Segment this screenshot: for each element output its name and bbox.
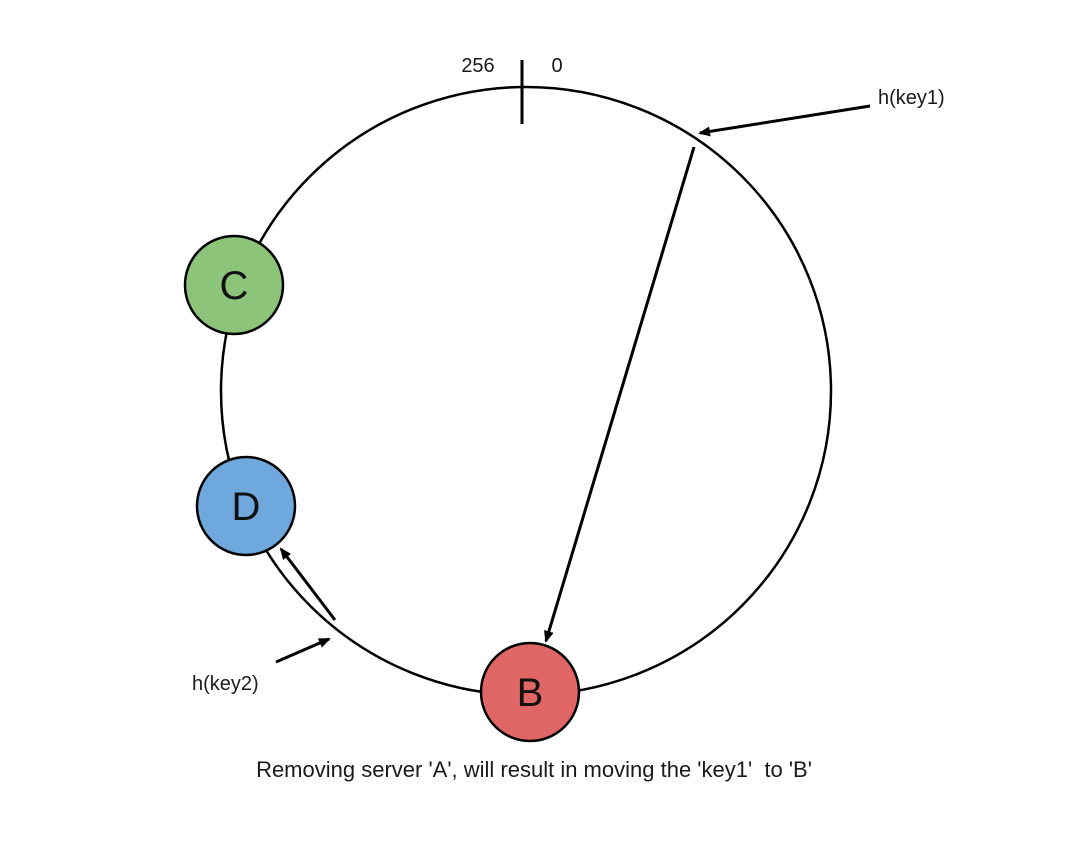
server-c-label: C (220, 264, 249, 308)
key2-pointer-arrow (275, 637, 331, 664)
key2-move-arrow (279, 547, 337, 621)
server-d-label: D (232, 485, 261, 529)
server-b-label: B (517, 671, 544, 715)
server-b-circle (479, 641, 581, 743)
server-node-c: C (183, 234, 285, 336)
server-node-b: B (479, 641, 581, 743)
server-node-d: D (195, 455, 297, 557)
diagram-caption: Removing server 'A', will result in movi… (256, 757, 812, 782)
key1-pointer-arrow (698, 104, 871, 137)
ring-min-label: 0 (551, 55, 562, 77)
ring-max-label: 256 (461, 55, 494, 77)
server-d-circle (195, 455, 297, 557)
key1-label: h(key1) (878, 87, 945, 109)
key2-label: h(key2) (192, 673, 259, 695)
server-c-circle (183, 234, 285, 336)
key1-move-arrow (544, 146, 696, 643)
hash-ring (219, 85, 833, 697)
